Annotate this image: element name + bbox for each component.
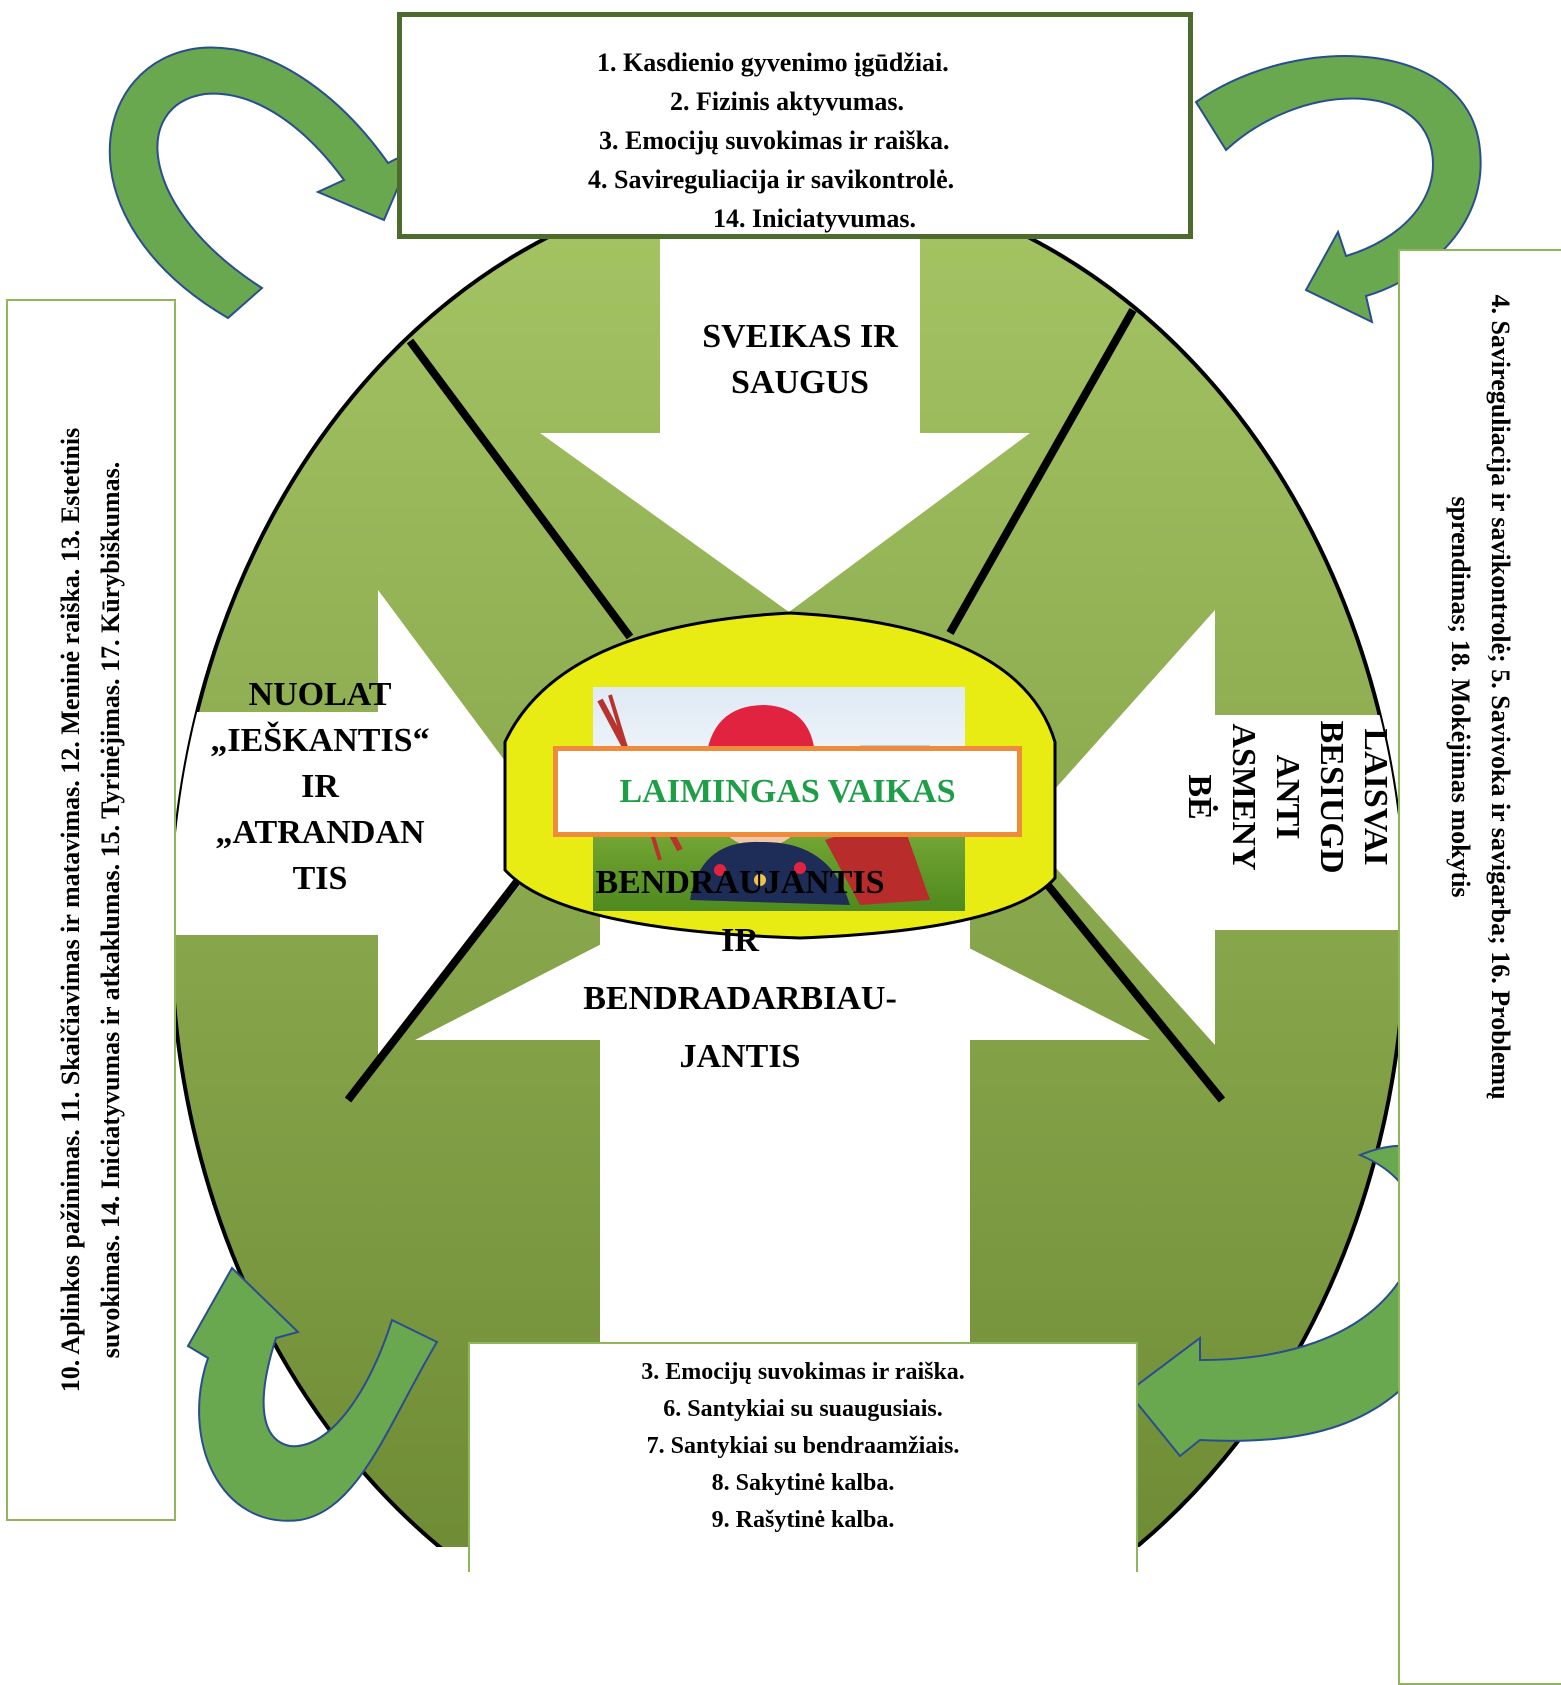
list-item: 14. Iniciatyvumas.	[713, 204, 916, 233]
arrow-top-line: SVEIKAS IR	[702, 318, 898, 355]
list-item: 9. Rašytinė kalba.	[711, 1507, 895, 1533]
right-line-1: 4. Savireguliacija ir savikontrolė; 5. S…	[1486, 294, 1515, 1100]
bottom-competencies-list: 3. Emocijų suvokimas ir raiška. 6. Santy…	[470, 1354, 1136, 1539]
curved-arrow-bottom-left	[186, 1266, 439, 1522]
list-item: 1. Kasdienio gyvenimo įgūdžiai.	[597, 48, 949, 77]
right-line-2: sprendimas; 18. Mokėjimas mokytis	[1446, 496, 1475, 898]
list-item: 4. Savireguliacija ir savikontrolė.	[588, 165, 955, 194]
right-competencies-box	[1398, 249, 1561, 1685]
list-item: 8. Sakytinė kalba.	[711, 1470, 895, 1496]
list-item: 7. Santykiai su bendraamžiais.	[646, 1433, 960, 1459]
center-label-box: LAIMINGAS VAIKAS	[553, 746, 1022, 837]
arrow-left-line: „ATRANDAN	[215, 814, 425, 851]
arrow-top-line: SAUGUS	[731, 364, 869, 401]
arrow-left-line: „IEŠKANTIS“	[210, 722, 430, 759]
arrow-right-line: BĖ	[1181, 774, 1218, 820]
arrow-bottom-line: BENDRADARBIAU-	[583, 980, 897, 1017]
divider-top-right	[946, 308, 1137, 635]
arrow-right-line: LAISVAI	[1357, 728, 1394, 866]
arrow-bottom-line: JANTIS	[679, 1038, 801, 1075]
center-label: LAIMINGAS VAIKAS	[619, 772, 956, 810]
top-competencies-box: 1. Kasdienio gyvenimo įgūdžiai. 2. Fizin…	[397, 12, 1193, 239]
arrow-left-line: TIS	[292, 860, 348, 897]
diagram-canvas	[108, 46, 1482, 1547]
list-item: 6. Santykiai su suaugusiais.	[663, 1396, 943, 1422]
arrow-left-label: NUOLAT „IEŠKANTIS“ IR „ATRANDAN TIS	[190, 672, 450, 902]
left-line-2: suvokimas. 14. Iniciatyvumas ir atkaklum…	[96, 461, 125, 1359]
list-item: 3. Emocijų suvokimas ir raiška.	[599, 126, 950, 155]
arrow-top-label: SVEIKAS IR SAUGUS	[690, 314, 910, 406]
left-competencies-box	[6, 299, 176, 1521]
right-competencies-text: 4. Savireguliacija ir savikontrolė; 5. S…	[1440, 294, 1520, 1099]
arrow-left	[171, 590, 560, 1062]
list-item: 3. Emocijų suvokimas ir raiška.	[641, 1359, 965, 1385]
arrow-bottom-label: BENDRAUJANTIS IR BENDRADARBIAU- JANTIS	[560, 854, 920, 1086]
arrow-right-line: ANTI	[1269, 754, 1306, 840]
arrow-right	[1020, 610, 1405, 1045]
arrow-top	[540, 215, 1030, 612]
divider-top-left	[406, 338, 634, 640]
arrow-right-line: ASMENY	[1225, 723, 1262, 871]
arrow-right-line: BESIUGD	[1313, 720, 1350, 874]
top-competencies-list: 1. Kasdienio gyvenimo įgūdžiai. 2. Fizin…	[402, 43, 1188, 238]
left-competencies-text: 10. Aplinkos pažinimas. 11. Skaičiavimas…	[51, 428, 131, 1393]
curved-arrow-top-left	[108, 46, 416, 320]
left-line-1: 10. Aplinkos pažinimas. 11. Skaičiavimas…	[56, 427, 85, 1393]
arrow-bottom-line: BENDRAUJANTIS	[595, 864, 885, 901]
arrow-right-label: LAISVAI BESIUGD ANTI ASMENY BĖ	[1177, 720, 1397, 873]
arrow-left-line: IR	[301, 768, 339, 805]
list-item: 2. Fizinis aktyvumas.	[670, 87, 905, 116]
arrow-left-line: NUOLAT	[248, 676, 392, 713]
bottom-competencies-box: 3. Emocijų suvokimas ir raiška. 6. Santy…	[468, 1342, 1138, 1572]
arrow-bottom-line: IR	[721, 922, 759, 959]
